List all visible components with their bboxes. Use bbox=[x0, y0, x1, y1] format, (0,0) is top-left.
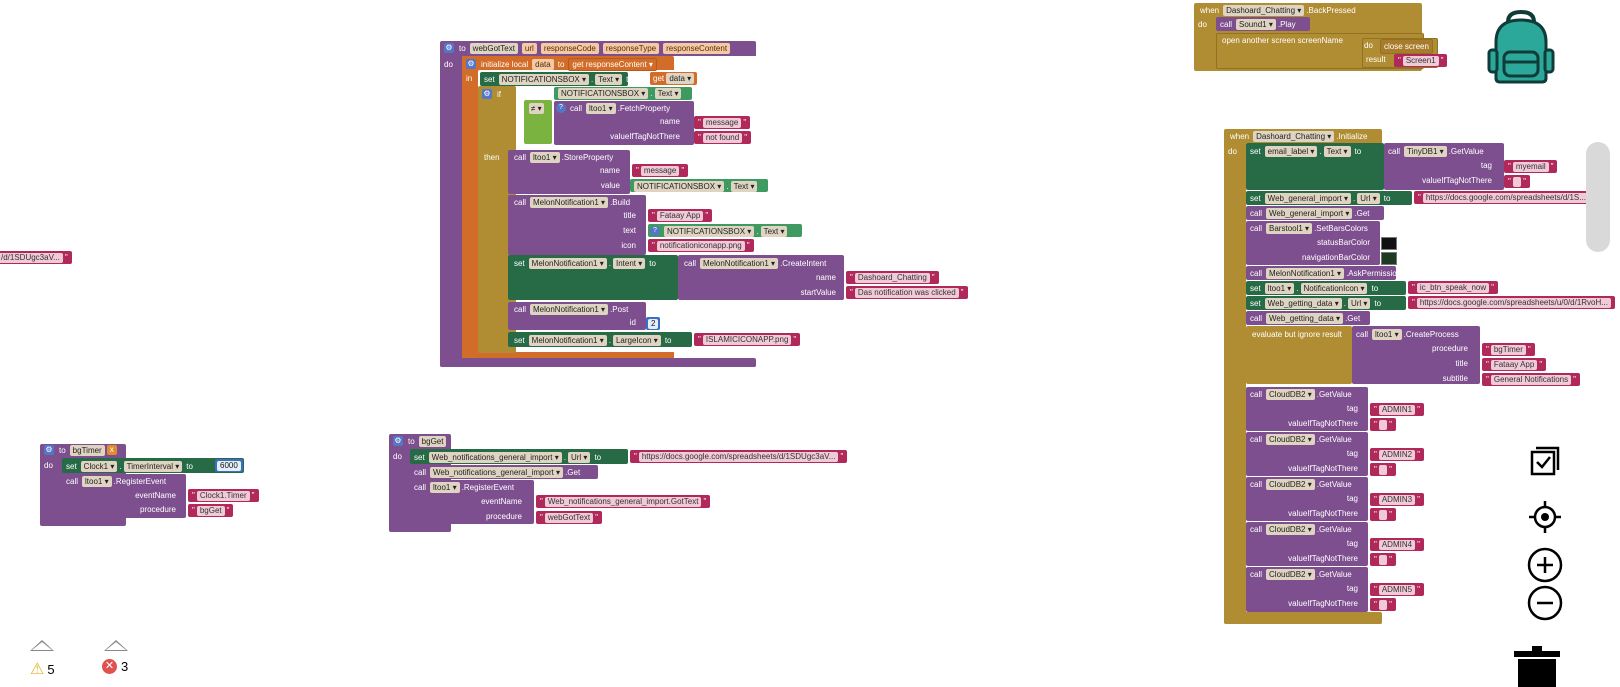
webgottext-header: ⚙ to webGotText url responseCode respons… bbox=[444, 41, 732, 55]
stray-text-value: /d/1SDUgc3aV... bbox=[0, 252, 63, 263]
errors-count: 3 bbox=[121, 659, 129, 674]
admin3-string[interactable]: "ADMIN3" bbox=[1370, 493, 1424, 506]
icon-file-string[interactable]: "notificationiconapp.png" bbox=[648, 239, 754, 252]
warning-prev-arrow[interactable] bbox=[30, 640, 54, 651]
empty-string-tiny[interactable]: " " bbox=[1504, 175, 1530, 188]
intent-name-string[interactable]: "Dashoard_Chatting" bbox=[846, 271, 939, 284]
stray-text-block[interactable]: /d/1SDUgc3aV..." bbox=[0, 251, 72, 264]
admin4-string[interactable]: "ADMIN4" bbox=[1370, 538, 1424, 551]
not-found-string[interactable]: "not found" bbox=[694, 131, 752, 144]
param-responsecontent[interactable]: responseContent bbox=[663, 42, 731, 54]
storeproperty-block[interactable] bbox=[508, 150, 630, 194]
vertical-scrollbar[interactable] bbox=[1586, 142, 1610, 252]
error-icon: ✕ bbox=[102, 659, 117, 674]
notif-icon-string[interactable]: "ic_btn_speak_now" bbox=[1408, 281, 1498, 294]
gear-icon[interactable]: ⚙ bbox=[44, 445, 54, 455]
evaluate-block[interactable] bbox=[1246, 326, 1352, 384]
empty-string-2[interactable]: " " bbox=[1370, 463, 1396, 476]
neq-operator[interactable]: ≠ bbox=[529, 102, 544, 114]
backpack-icon[interactable] bbox=[1484, 8, 1558, 89]
admin2-string[interactable]: "ADMIN2" bbox=[1370, 448, 1424, 461]
event-name-string-1[interactable]: "Clock1.Timer" bbox=[188, 489, 259, 502]
large-icon-string[interactable]: "ISLAMICICONAPP.png" bbox=[694, 333, 801, 346]
bgget-url-string[interactable]: "https://docs.google.com/spreadsheets/d/… bbox=[630, 450, 848, 463]
proc-subtitle-string[interactable]: "General Notifications" bbox=[1482, 373, 1580, 386]
warnings-indicator[interactable]: ⚠ 5 bbox=[30, 659, 55, 679]
get-data-block[interactable]: get data bbox=[650, 72, 698, 85]
trash-icon[interactable] bbox=[1512, 644, 1562, 687]
local-var-name[interactable]: data bbox=[532, 58, 554, 70]
help-icon[interactable]: ? bbox=[650, 226, 660, 236]
getting-url-string[interactable]: "https://docs.google.com/spreadsheets/u/… bbox=[1408, 296, 1615, 309]
text-prop-dropdown[interactable]: Text bbox=[595, 73, 623, 85]
nav-bar-color-swatch[interactable] bbox=[1381, 252, 1397, 265]
zoom-out-icon[interactable] bbox=[1526, 584, 1564, 627]
param-responsetype[interactable]: responseType bbox=[602, 42, 660, 54]
event-name-string-2[interactable]: "Web_notifications_general_import.GotTex… bbox=[536, 495, 711, 508]
admin1-string[interactable]: "ADMIN1" bbox=[1370, 403, 1424, 416]
close-screen-block[interactable]: close screen bbox=[1380, 39, 1433, 54]
help-icon[interactable]: ? bbox=[556, 103, 566, 113]
param-responsecode[interactable]: responseCode bbox=[540, 42, 599, 54]
warnings-count: 5 bbox=[47, 661, 55, 677]
status-bar-color-swatch[interactable] bbox=[1381, 237, 1397, 250]
initialize-local-row: ⚙ initialize local data to get responseC… bbox=[466, 57, 659, 71]
timer-interval-number[interactable]: 6000 bbox=[215, 459, 243, 472]
app-title-string[interactable]: "Fataay App" bbox=[648, 209, 713, 222]
fetchproperty-block[interactable] bbox=[554, 101, 694, 145]
message-string-1[interactable]: "message" bbox=[694, 116, 751, 129]
gear-icon[interactable]: ⚙ bbox=[466, 59, 476, 69]
screen1-string[interactable]: "Screen1" bbox=[1394, 54, 1448, 67]
errors-indicator[interactable]: ✕ 3 bbox=[102, 659, 128, 674]
myemail-string[interactable]: "myemail" bbox=[1504, 160, 1558, 173]
gear-icon[interactable]: ⚙ bbox=[393, 436, 403, 446]
param-url[interactable]: url bbox=[521, 42, 537, 54]
procedure-string-1[interactable]: "bgGet" bbox=[188, 504, 234, 517]
intent-start-string[interactable]: "Das notification was clicked" bbox=[846, 286, 968, 299]
general-url-string[interactable]: "https://docs.google.com/spreadsheets/d/… bbox=[1414, 191, 1593, 204]
proc-bgtimer-string[interactable]: "bgTimer" bbox=[1482, 343, 1535, 356]
post-id-number[interactable]: 2 bbox=[646, 317, 661, 330]
center-target-icon[interactable] bbox=[1528, 500, 1562, 539]
clipboard-check-icon[interactable] bbox=[1528, 444, 1562, 483]
zoom-in-icon[interactable] bbox=[1526, 546, 1564, 589]
empty-string-1[interactable]: " " bbox=[1370, 418, 1396, 431]
procedure-name[interactable]: webGotText bbox=[469, 42, 518, 54]
proc-title-string[interactable]: "Fataay App" bbox=[1482, 358, 1547, 371]
message-string-2[interactable]: "message" bbox=[632, 164, 689, 177]
procedure-string-2[interactable]: "webGotText" bbox=[536, 511, 602, 524]
empty-string-4[interactable]: " " bbox=[1370, 553, 1396, 566]
warning-icon: ⚠ bbox=[30, 661, 45, 678]
gear-icon[interactable]: ⚙ bbox=[482, 89, 492, 99]
notifbox-dropdown[interactable]: NOTIFICATIONSBOX bbox=[498, 73, 589, 85]
gear-icon[interactable]: ⚙ bbox=[444, 43, 454, 53]
param-x[interactable]: x bbox=[106, 445, 117, 455]
error-prev-arrow[interactable] bbox=[104, 640, 128, 651]
empty-string-5[interactable]: " " bbox=[1370, 598, 1396, 611]
admin5-string[interactable]: "ADMIN5" bbox=[1370, 583, 1424, 596]
get-responsecontent[interactable]: get responseContent bbox=[568, 57, 657, 71]
empty-string-3[interactable]: " " bbox=[1370, 508, 1396, 521]
